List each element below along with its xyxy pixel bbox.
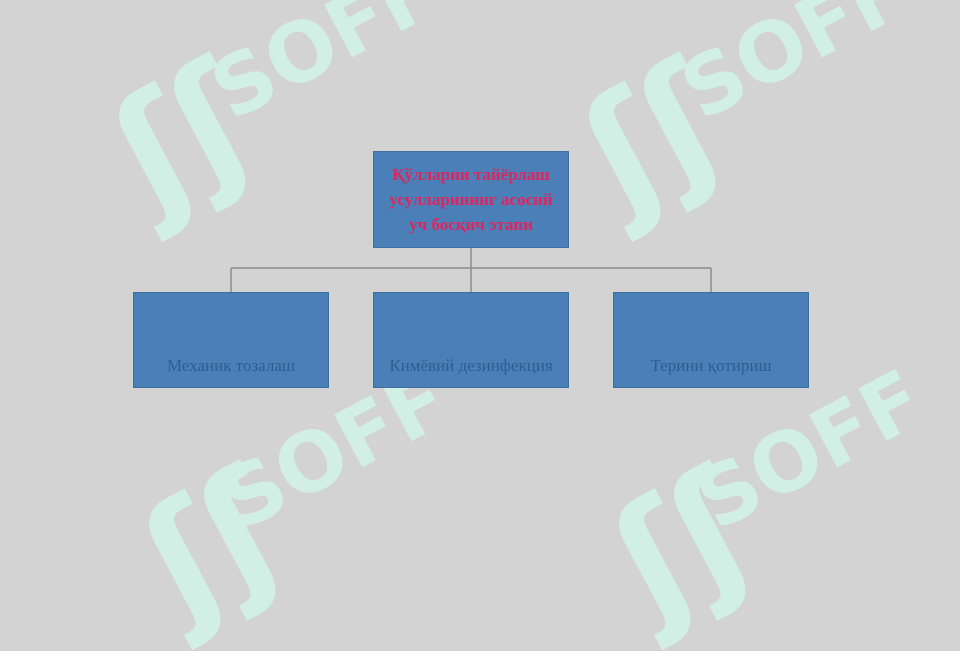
child-node-mechanical-cleaning: Механик тозалаш: [133, 292, 329, 388]
child-node-label: Терини қотириш: [650, 356, 772, 375]
child-node-label: Механик тозалаш: [167, 356, 295, 375]
root-node-label: Қўлларни тайёрлаш усулларининг асосий уч…: [389, 165, 553, 234]
connector-lines: [230, 248, 712, 292]
root-node: Қўлларни тайёрлаш усулларининг асосий уч…: [373, 151, 569, 248]
child-node-skin-tanning: Терини қотириш: [613, 292, 809, 388]
child-node-chemical-disinfection: Кимёвий дезинфекция: [373, 292, 569, 388]
child-node-label: Кимёвий дезинфекция: [389, 356, 553, 375]
